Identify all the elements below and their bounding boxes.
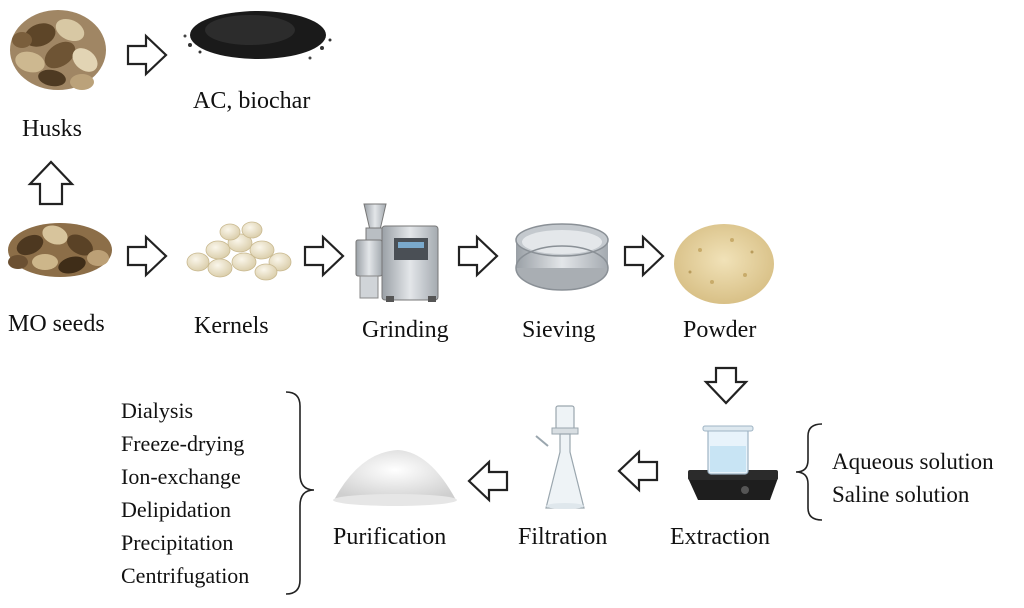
stage-label-extraction: Extraction [670,524,770,550]
sieve-image [515,223,609,291]
powder-image [674,224,774,304]
extraction-brace [795,423,823,521]
purification-method: Delipidation [121,497,231,522]
arrow-right-icon [126,234,168,278]
stage-label-sieving: Sieving [522,317,596,343]
stage-label-mo-seeds: MO seeds [8,311,105,337]
filtration-image [535,405,585,509]
stage-label-kernels: Kernels [194,313,269,339]
purification-method: Freeze-drying [121,431,245,456]
arrow-left-icon [467,459,509,503]
extraction-method: Saline solution [832,482,970,507]
arrow-up-icon [27,160,75,206]
stage-label-filtration: Filtration [518,524,608,550]
stage-label-purification: Purification [333,524,447,550]
stage-label-ac-biochar: AC, biochar [193,88,311,114]
purification-method: Centrifugation [121,563,250,588]
stage-label-husks: Husks [22,116,83,142]
purification-methods-list: Dialysis Freeze-drying Ion-exchange Deli… [121,394,249,592]
arrow-down-icon [703,366,749,405]
mo-seeds-image [8,223,112,277]
kernels-image [186,221,292,281]
purification-method: Precipitation [121,530,234,555]
purification-method: Ion-exchange [121,464,241,489]
arrow-right-icon [623,234,665,278]
husks-image [10,10,106,90]
grinder-image [355,203,439,302]
arrow-right-icon [457,234,499,278]
stage-label-powder: Powder [683,317,757,343]
purified-powder-image [333,450,457,506]
extraction-methods-list: Aqueous solution Saline solution [832,444,994,510]
stirrer-image [688,425,778,500]
biochar-image [183,11,332,60]
purification-method: Dialysis [121,398,194,423]
extraction-method: Aqueous solution [832,449,994,474]
stage-label-grinding: Grinding [362,317,449,343]
arrow-left-icon [617,449,659,493]
purification-brace [285,391,315,595]
arrow-right-icon [126,33,168,77]
arrow-right-icon [303,234,345,278]
